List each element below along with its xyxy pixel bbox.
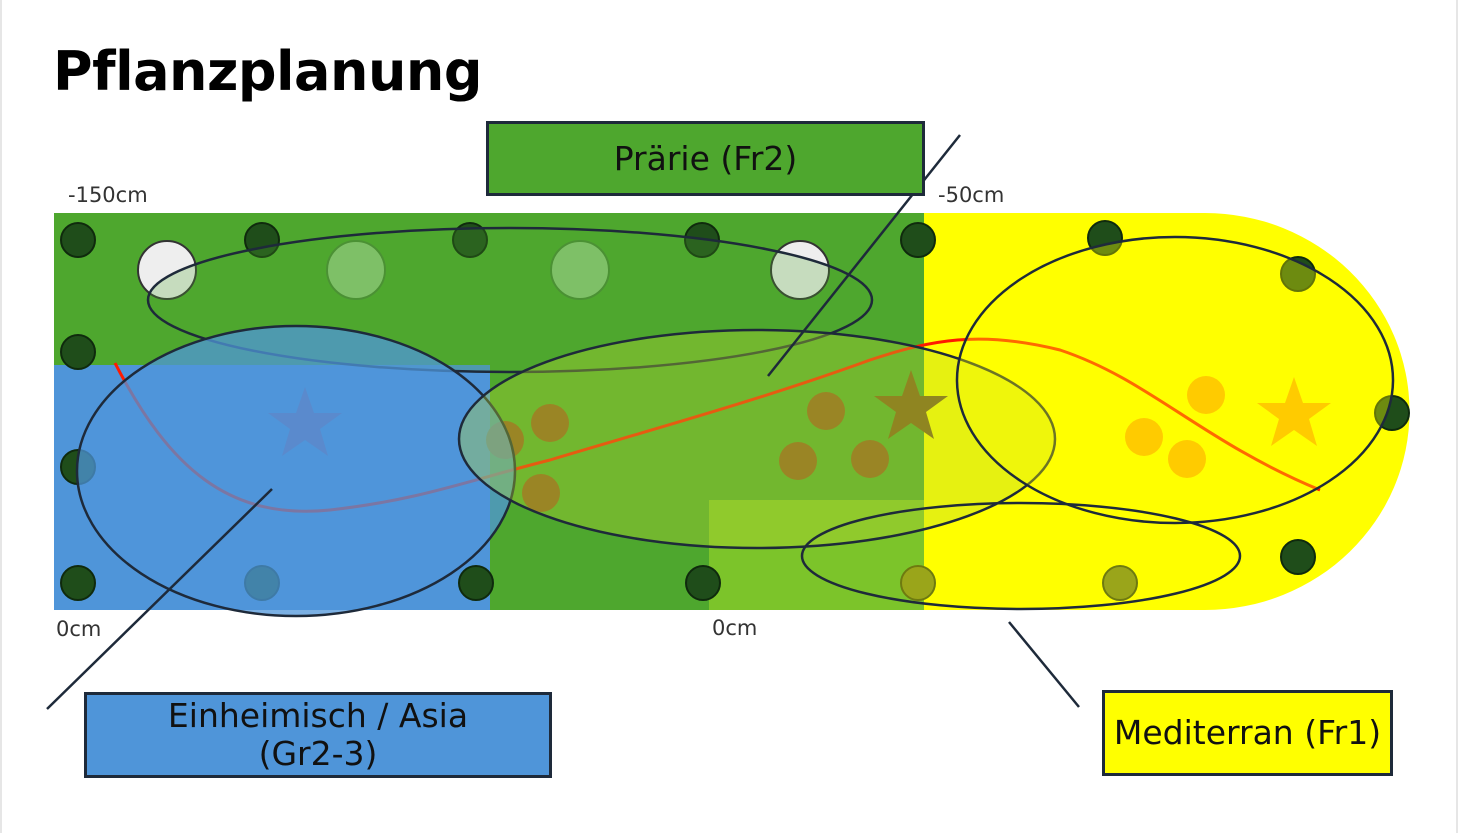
orange-plant <box>1187 376 1225 414</box>
brown-plant <box>779 442 817 480</box>
dark-green-plant <box>60 565 96 601</box>
white-plant <box>770 240 830 300</box>
native-label: Einheimisch / Asia (Gr2-3) <box>84 692 552 778</box>
prairie-area <box>54 213 924 610</box>
olive-plant <box>900 565 936 601</box>
dimension-bottom-mid: 0cm <box>712 616 758 640</box>
star-icon <box>874 370 948 439</box>
dark-green-plant <box>1280 539 1316 575</box>
white-plant <box>137 240 197 300</box>
dimension-bottom-left: 0cm <box>56 617 102 641</box>
prairie-leader-line <box>767 134 961 377</box>
brown-plant <box>851 440 889 478</box>
native-leader-line <box>46 488 273 710</box>
transition-zone-ellipse <box>457 328 1057 550</box>
orange-plant <box>1125 418 1163 456</box>
mediterranean-zone-ellipse <box>955 235 1395 525</box>
slide-border-left <box>0 0 2 833</box>
native-label-line2: (Gr2-3) <box>258 734 378 773</box>
prairie-label: Prärie (Fr2) <box>486 121 925 196</box>
dark-green-plant <box>60 222 96 258</box>
mediterranean-lower-ellipse <box>800 501 1242 611</box>
brown-plant <box>807 392 845 430</box>
star-icon <box>1257 377 1331 446</box>
prairie-label-text: Prärie (Fr2) <box>613 138 798 178</box>
dark-green-plant <box>458 565 494 601</box>
dark-green-plant <box>60 334 96 370</box>
page-title: Pflanzplanung <box>53 40 482 103</box>
brown-plant <box>531 404 569 442</box>
native-label-line1: Einheimisch / Asia <box>167 696 469 735</box>
orange-plant <box>1168 440 1206 478</box>
dark-green-plant <box>900 222 936 258</box>
dark-green-plant <box>685 565 721 601</box>
slide-border-right <box>1456 0 1458 833</box>
mediterranean-label-text: Mediterran (Fr1) <box>1113 713 1382 752</box>
light-green-plant <box>326 240 386 300</box>
transition-area <box>709 500 924 610</box>
olive-plant <box>1102 565 1138 601</box>
mediterranean-leader-line <box>1008 621 1080 708</box>
dark-green-plant <box>452 222 488 258</box>
light-green-plant <box>550 240 610 300</box>
dimension-top-left: -150cm <box>68 183 148 207</box>
brown-plant <box>522 474 560 512</box>
native-zone-ellipse <box>75 324 517 618</box>
mediterranean-label: Mediterran (Fr1) <box>1102 690 1393 776</box>
dimension-top-right: -50cm <box>938 183 1005 207</box>
